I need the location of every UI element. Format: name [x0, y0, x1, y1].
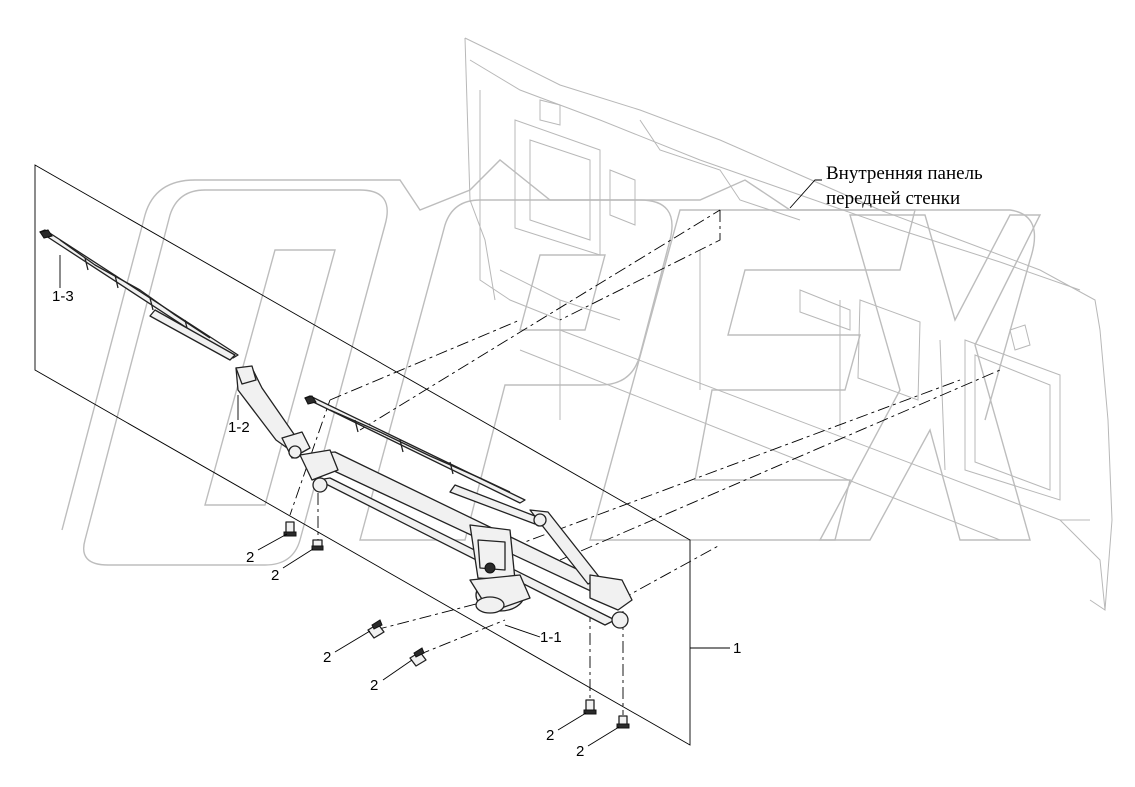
front-wall-inner-panel — [464, 37, 1113, 611]
bolt — [311, 539, 324, 551]
callout-panel-line1: Внутренняя панель — [826, 163, 983, 184]
watermark-logo — [61, 159, 1042, 566]
label-bolt: 2 — [246, 549, 254, 566]
watermark-outer-band — [61, 159, 1036, 531]
assembly-frame — [34, 164, 691, 746]
label-bolt: 2 — [546, 727, 554, 744]
wiper-blade-right — [304, 395, 541, 525]
bolt — [283, 521, 297, 537]
alignment-lines — [289, 209, 1001, 715]
label-bolt: 2 — [576, 743, 584, 760]
wiper-blade-left — [39, 229, 239, 361]
label-blade: 1-3 — [52, 288, 74, 305]
label-arm: 1-2 — [228, 419, 250, 436]
leader-lines — [59, 179, 822, 747]
wiper-motor — [469, 524, 531, 614]
bolt — [409, 647, 427, 667]
bolt — [583, 699, 597, 715]
wiper-linkage — [299, 449, 633, 629]
label-bolt: 2 — [323, 649, 331, 666]
bolts — [283, 521, 630, 729]
callout-panel-line2: передней стенки — [826, 188, 960, 209]
label-bolt: 2 — [271, 567, 279, 584]
label-bolt: 2 — [370, 677, 378, 694]
label-assembly: 1 — [733, 640, 741, 657]
label-motor: 1-1 — [540, 629, 562, 646]
watermark-letter-p — [359, 199, 673, 541]
labels: Внутренняя панель передней стенки 1 1-1 … — [52, 163, 983, 760]
watermark-letter-x — [818, 214, 1042, 541]
bolt — [616, 715, 630, 729]
wiper-arm-left — [235, 365, 311, 459]
watermark-letter-o — [83, 189, 388, 566]
bolt — [367, 619, 385, 639]
